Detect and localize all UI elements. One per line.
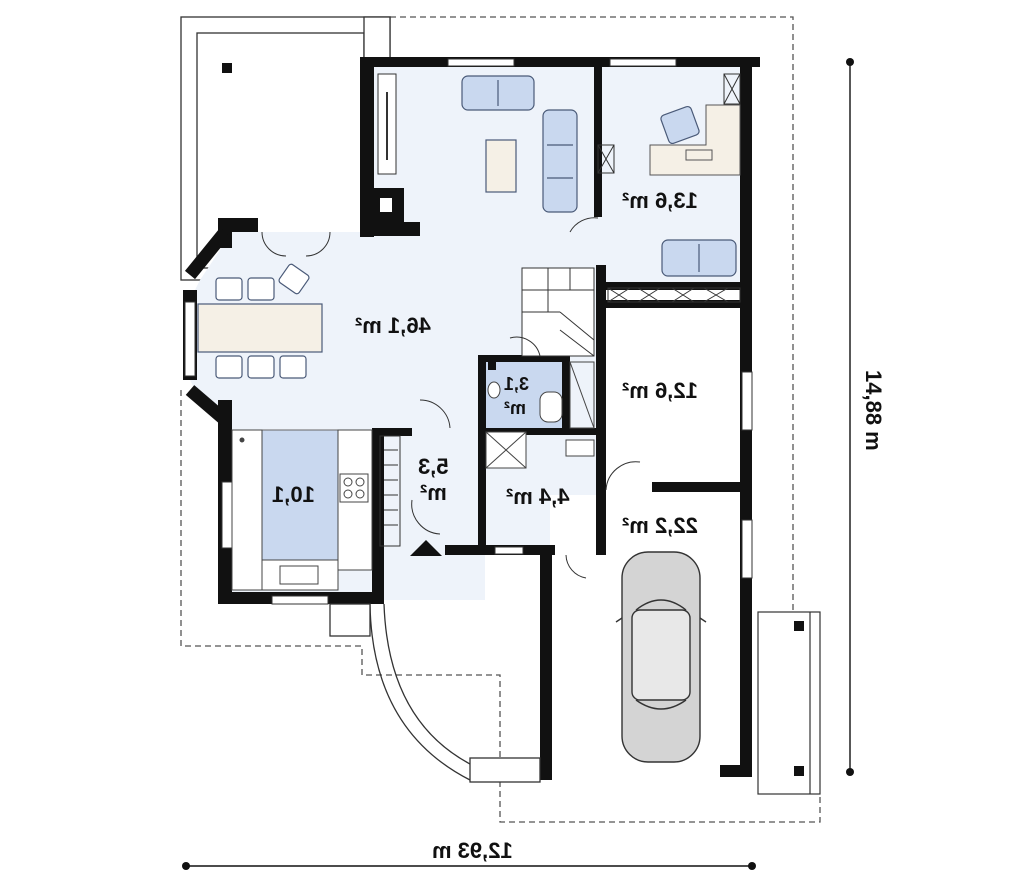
carport-post-top [794,621,804,631]
dimension-depth-label: 14,88 m [861,370,886,451]
dimension-width-label: 12,93 m [432,838,513,863]
entrance-curve [329,603,541,783]
study-desk [649,104,741,176]
carport [757,611,821,795]
room-label-living: 46,1 m² [355,313,431,338]
entrance-arrow [410,540,442,556]
room-label-room-mid: 12,6 m² [622,378,698,403]
bath-corner [488,362,496,370]
kitchen-island-zone [261,429,339,561]
terrace-outline [180,16,821,823]
room-label-garage: 22,2 m² [622,513,698,538]
room-label-bath-bottom: m² [504,398,526,418]
dining-set [197,263,323,379]
hall-shelves [384,449,398,526]
living-furniture [461,75,737,277]
room-mid-floor [603,305,743,485]
room-label-bath-top: 3,1 [504,374,529,394]
room-label-study: 13,6 m² [622,188,698,213]
staircase [521,267,595,357]
room-label-kitchen: 10,1 [272,482,315,507]
door-swings [261,217,641,579]
room-label-hall-top: 5,3 [418,454,449,479]
closets [379,73,741,547]
walls [183,57,760,780]
dimension-width [182,862,756,870]
car [615,551,707,763]
carport-post-bottom [794,766,804,776]
fireplace [374,73,404,228]
dimension-depth [846,58,854,776]
bay-window-walls [184,227,231,425]
room-label-hall-bottom: m² [420,480,447,505]
kitchen-counters [231,429,373,591]
bay-window-glass [184,58,753,605]
post-marker [222,63,232,73]
bathroom-fixtures [485,361,595,469]
room-label-utility: 4,4 m² [506,484,570,509]
